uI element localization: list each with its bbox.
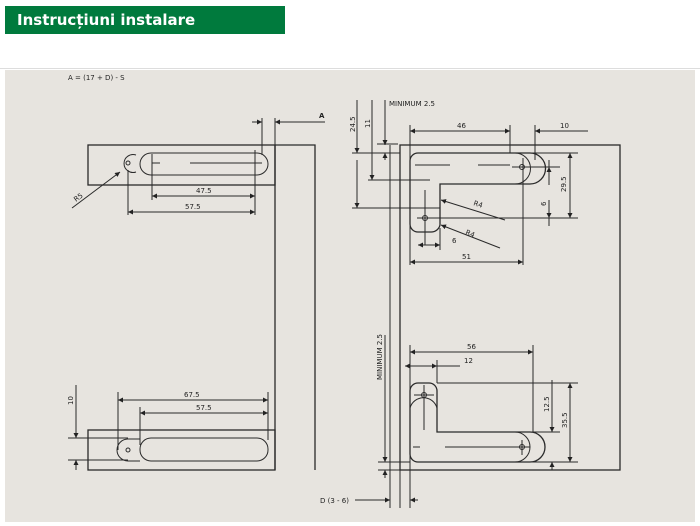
dim-47-5: 47.5 xyxy=(196,187,212,195)
dim-46: 46 xyxy=(457,122,466,130)
dim-67-5: 67.5 xyxy=(184,391,200,399)
hole-icon xyxy=(125,160,131,166)
bottom-plate xyxy=(87,429,276,471)
dim-57-5-bottom: 57.5 xyxy=(196,404,212,412)
r4-label-2: R4 xyxy=(464,228,476,239)
dim-a-label: A xyxy=(319,112,325,120)
formula: A = (17 + D) - S xyxy=(68,74,125,82)
slot-centerlines xyxy=(127,150,262,215)
right-drawing: 24.5 11 MINIMUM 2.5 46 10 29.5 6 R4 R4 6… xyxy=(320,100,621,508)
r5-leader xyxy=(71,171,121,209)
side-panel xyxy=(274,144,316,470)
dim-10-right: 10 xyxy=(560,122,569,130)
dim-6-horizontal: 6 xyxy=(452,237,457,245)
slot-end xyxy=(123,154,137,173)
left-drawing: A = (17 + D) - S A R5 47.5 57.5 67.5 57.… xyxy=(67,74,325,471)
dim-12: 12 xyxy=(464,357,473,365)
dim-d: D (3 - 6) xyxy=(320,497,349,505)
section-title: Instrucțiuni instalare xyxy=(5,6,285,34)
hinge-plate-top-arc xyxy=(514,152,531,185)
r4-leader-1 xyxy=(440,199,506,221)
drawing-background xyxy=(5,70,695,522)
dim-29-5: 29.5 xyxy=(560,176,568,192)
divider xyxy=(0,68,700,69)
dim-12-5: 12.5 xyxy=(543,396,551,412)
dim-10: 10 xyxy=(67,396,75,405)
hinge-slot-top xyxy=(139,152,269,176)
slot-end-bottom xyxy=(116,438,140,462)
r4-leader-2 xyxy=(440,224,501,249)
bottom-centerlines xyxy=(409,345,534,470)
dim-24-5: 24.5 xyxy=(349,116,357,132)
dim-56: 56 xyxy=(467,343,476,351)
r4-label-1: R4 xyxy=(472,199,484,210)
minimum-side: MINIMUM 2.5 xyxy=(376,334,384,380)
minimum-top: MINIMUM 2.5 xyxy=(389,100,435,108)
vertical-dim-ext xyxy=(352,143,430,209)
dim-6-vertical: 6 xyxy=(540,201,548,206)
dim-11: 11 xyxy=(364,119,372,128)
dim-35-5: 35.5 xyxy=(561,412,569,428)
hole-icon xyxy=(125,447,131,453)
min-side-ext xyxy=(378,461,410,471)
dim-51: 51 xyxy=(462,253,471,261)
hinge-slot-bottom xyxy=(139,437,269,462)
dim-57-5-top: 57.5 xyxy=(185,203,201,211)
